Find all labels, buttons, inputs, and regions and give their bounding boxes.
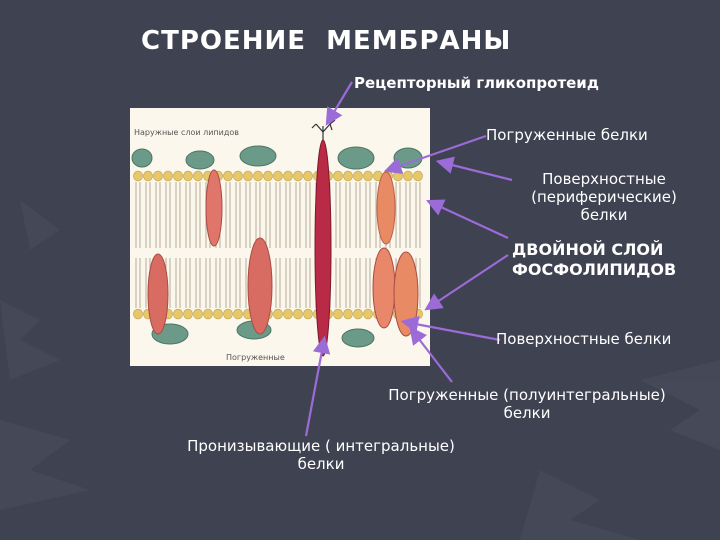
- page-title: СТРОЕНИЕ МЕМБРАНЫ: [141, 26, 512, 56]
- glycoprotein-chain: [311, 119, 336, 140]
- immersed-protein-orange: [376, 171, 396, 245]
- label-immersed-proteins-top: Погруженные белки: [486, 126, 648, 144]
- figure-top-caption: Наружные слои липидов: [134, 128, 239, 137]
- membrane-illustration: [130, 108, 430, 366]
- label-phospholipid-bilayer: ДВОЙНОЙ СЛОЙ ФОСФОЛИПИДОВ: [512, 240, 677, 279]
- label-surface-proteins-bottom: Поверхностные белки: [496, 330, 672, 348]
- label-surface-peripheral: Поверхностные (периферические) белки: [531, 170, 677, 224]
- figure-bottom-caption: Погруженные: [226, 353, 285, 362]
- integral-protein: [314, 139, 332, 357]
- label-receptor-glycoprotein: Рецепторный гликопротеид: [354, 74, 599, 92]
- upper-lipid-heads: [133, 170, 423, 182]
- label-immersed-semi-integral: Погруженные (полуинтегральные) белки: [388, 386, 666, 422]
- membrane-figure: Наружные слои липидов Погруженные: [130, 108, 430, 366]
- label-penetrating-integral: Пронизывающие ( интегральные) белки: [187, 437, 455, 473]
